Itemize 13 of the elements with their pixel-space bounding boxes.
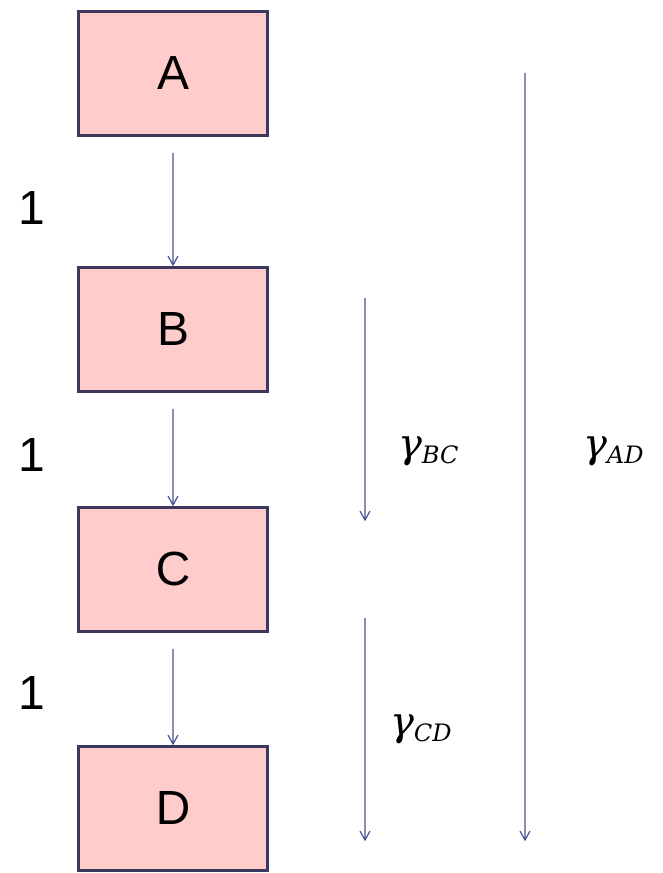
arrow — [167, 649, 179, 745]
edge-label: 1 — [18, 670, 45, 718]
arrow — [167, 409, 179, 506]
process-box: B — [77, 266, 269, 393]
process-box: C — [77, 506, 269, 633]
gamma-label: γ$_{BC}$ — [398, 424, 458, 464]
process-box: D — [77, 745, 269, 872]
gamma-label: γ$_{AD}$ — [583, 424, 644, 464]
process-box: A — [77, 10, 269, 137]
gamma-label: γ$_{CD}$ — [390, 702, 452, 742]
edge-label: 1 — [18, 185, 45, 233]
edge-label: 1 — [18, 432, 45, 480]
arrow — [167, 153, 179, 266]
